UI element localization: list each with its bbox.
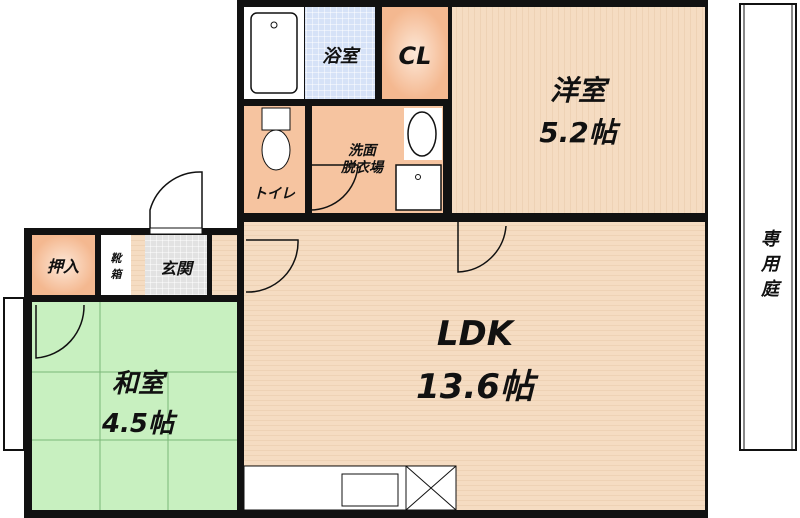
japanese-room-name: 和室 [112, 369, 168, 399]
bathroom-label: 浴室 [322, 46, 361, 67]
bathtub [244, 7, 304, 99]
shoe-cabinet [101, 235, 131, 295]
entrance-label: 玄関 [160, 259, 195, 278]
japanese-room-door [35, 304, 85, 359]
entry-door [245, 239, 299, 293]
oshiire-label: 押入 [47, 257, 79, 276]
shoebox-label-1: 靴 [111, 252, 124, 265]
closet [382, 7, 448, 99]
private-garden: 専 用 庭 [708, 0, 800, 518]
ldk-name: LDK [437, 314, 516, 354]
western-room [452, 7, 705, 213]
japanese-room-size: 4.5帖 [101, 409, 178, 439]
entrance [145, 235, 207, 295]
sink [404, 108, 442, 160]
kitchen-counter [243, 465, 457, 511]
closet-label: CL [399, 42, 432, 70]
shoebox-label-2: 箱 [111, 268, 124, 281]
bathroom [305, 7, 375, 99]
ldk [244, 222, 705, 510]
toilet-fixture [261, 107, 291, 171]
garden-label-1: 専 [761, 229, 782, 250]
western-room-name: 洋室 [550, 74, 610, 107]
washroom-door [309, 164, 359, 211]
western-room-size: 5.2帖 [539, 116, 621, 149]
garden-label-3: 庭 [760, 279, 782, 300]
window-left [3, 297, 25, 451]
washroom-label-2: 脱衣場 [340, 159, 385, 176]
japanese-room [32, 302, 237, 510]
toilet-label: トイレ [253, 186, 296, 202]
ldk-door [457, 222, 507, 273]
washing-machine-pan [395, 164, 442, 211]
oshiire-closet [32, 235, 95, 295]
ldk-size: 13.6帖 [416, 367, 539, 407]
garden-label-2: 用 [760, 254, 781, 275]
washroom-label-1: 洗面 [348, 142, 379, 159]
front-door [149, 171, 203, 232]
